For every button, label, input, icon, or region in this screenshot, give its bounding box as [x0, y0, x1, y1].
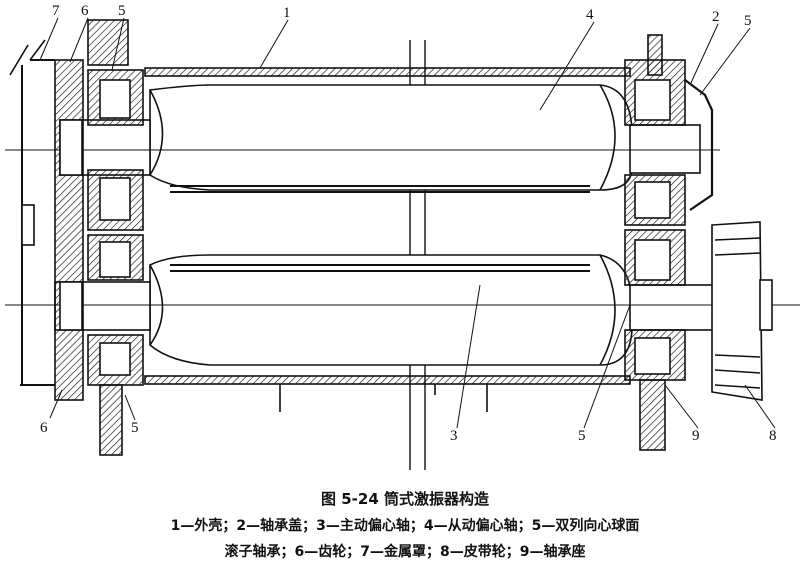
- label-6-bottom: 6: [40, 420, 48, 436]
- label-6-top: 6: [81, 3, 89, 19]
- label-4: 4: [586, 7, 594, 23]
- label-9: 9: [692, 428, 700, 444]
- label-5-bottom-right: 5: [578, 428, 586, 444]
- gears: [54, 59, 84, 401]
- label-5-top-right: 5: [744, 13, 752, 29]
- figure-legend-line-2: 滚子轴承；6—齿轮；7—金属罩；8—皮带轮；9—轴承座: [224, 544, 586, 560]
- part-labels: 7 6 5 1 4 2 5 6 5 3 5 9 8: [40, 3, 777, 444]
- belt-pulley: [711, 221, 773, 401]
- label-8: 8: [769, 428, 777, 444]
- label-3: 3: [450, 428, 458, 444]
- drive-eccentric-shaft: [54, 254, 771, 366]
- center-lines: [5, 149, 800, 306]
- vibrator-drawing: 7 6 5 1 4 2 5 6 5 3 5 9 8: [5, 3, 800, 470]
- left-bearings: [87, 69, 144, 386]
- figure-title: 图 5-24 筒式激振器构造: [321, 490, 489, 508]
- metal-cover: [9, 39, 55, 386]
- label-1: 1: [283, 5, 291, 21]
- right-bearings: [624, 34, 714, 451]
- inner-bars: [170, 185, 590, 272]
- label-7: 7: [52, 3, 60, 19]
- leader-lines: [39, 17, 776, 429]
- figure-legend-line-1: 1—外壳；2—轴承盖；3—主动偏心轴；4—从动偏心轴；5—双列向心球面: [170, 518, 640, 534]
- label-5-top-left: 5: [118, 3, 126, 19]
- label-5-bottom-left: 5: [131, 420, 139, 436]
- driven-eccentric-shaft: [59, 84, 701, 191]
- label-2: 2: [712, 9, 720, 25]
